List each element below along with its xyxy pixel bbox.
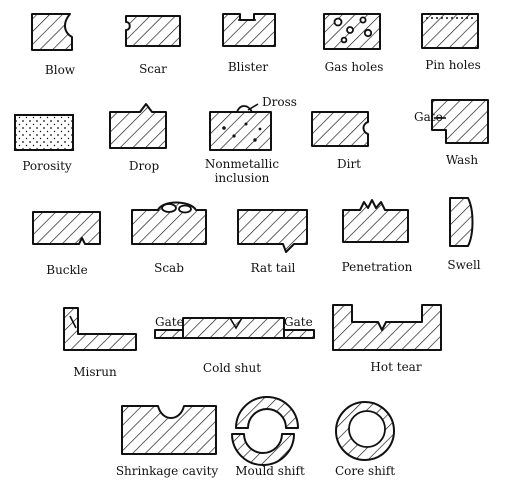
penetration-specimen — [342, 199, 409, 243]
drop-label: Drop — [128, 159, 160, 173]
mould-shift-label: Mould shift — [235, 464, 305, 478]
cold-shut-gate-left-label: Gate — [155, 315, 184, 329]
misrun-label: Misrun — [73, 365, 117, 379]
scab-specimen — [131, 201, 207, 245]
scar-label: Scar — [139, 62, 167, 76]
swell-specimen — [449, 197, 474, 247]
dross-label: Dross — [262, 95, 297, 109]
rat-tail-specimen — [237, 209, 308, 253]
nonmetallic-inclusion-specimen — [209, 103, 272, 151]
nonmetallic-label-line1: Nonmetallic — [204, 157, 280, 171]
scab-label: Scab — [154, 261, 184, 275]
gas-holes-specimen — [323, 13, 381, 50]
blister-label: Blister — [227, 60, 269, 74]
core-shift-specimen — [335, 401, 395, 461]
blow-label: Blow — [44, 63, 76, 77]
mould-shift-specimen — [231, 396, 299, 466]
penetration-label: Penetration — [341, 260, 413, 274]
misrun-specimen — [63, 307, 137, 351]
scar-specimen — [125, 15, 181, 47]
nonmetallic-label-line2: inclusion — [214, 171, 270, 185]
blow-specimen — [31, 13, 73, 51]
cold-shut-gate-right-label: Gate — [284, 315, 313, 329]
shrinkage-cavity-specimen — [121, 405, 217, 455]
pin-holes-label: Pin holes — [425, 58, 481, 72]
wash-gate-label: Gate — [414, 110, 443, 124]
drop-specimen — [109, 103, 167, 149]
porosity-label: Porosity — [22, 159, 72, 173]
dirt-specimen — [311, 111, 369, 147]
core-shift-label: Core shift — [334, 464, 396, 478]
cold-shut-specimen — [154, 317, 315, 339]
dirt-label: Dirt — [336, 157, 362, 171]
wash-label: Wash — [445, 153, 479, 167]
gas-holes-label: Gas holes — [324, 60, 384, 74]
wash-specimen — [431, 99, 489, 144]
cold-shut-label: Cold shut — [202, 361, 262, 375]
porosity-specimen — [14, 114, 74, 151]
buckle-specimen — [32, 211, 101, 245]
shrinkage-cavity-label: Shrinkage cavity — [115, 464, 219, 478]
hot-tear-label: Hot tear — [370, 360, 422, 374]
hot-tear-specimen — [332, 304, 442, 351]
blister-specimen — [222, 13, 276, 47]
buckle-label: Buckle — [46, 263, 88, 277]
swell-label: Swell — [447, 258, 481, 272]
pin-holes-specimen — [421, 13, 479, 49]
rat-tail-label: Rat tail — [250, 261, 296, 275]
